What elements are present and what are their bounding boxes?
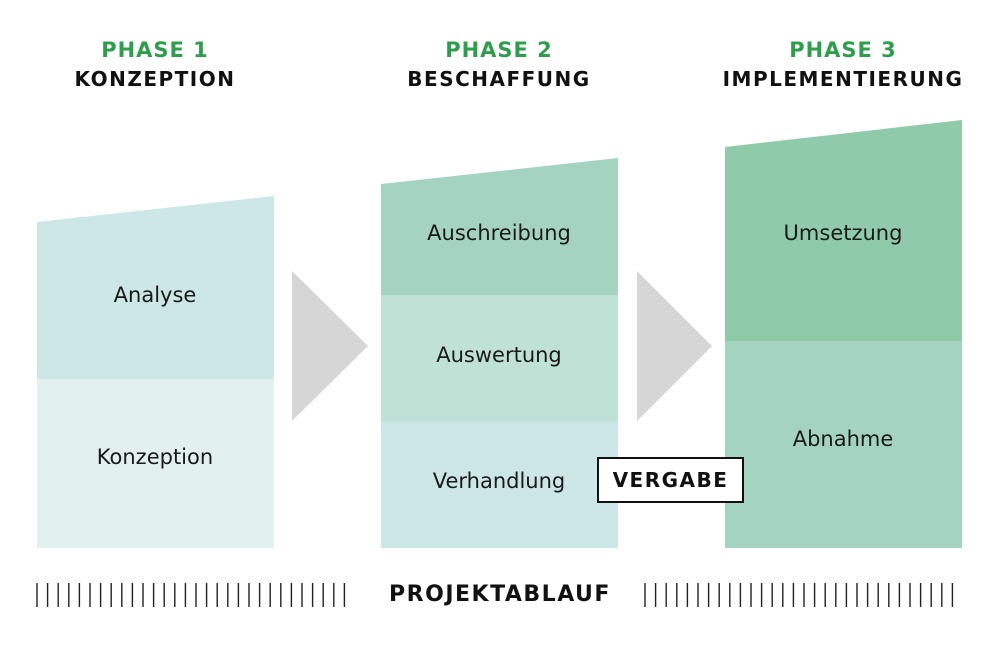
phase-2-title: BESCHAFFUNG: [407, 67, 591, 91]
phase-3-segment-label: Abnahme: [793, 427, 894, 451]
timeline-ticks-left: [36, 583, 346, 607]
phase-3-heading: PHASE 3 IMPLEMENTIERUNG: [693, 36, 993, 94]
phase-2-heading: PHASE 2 BESCHAFFUNG: [349, 36, 649, 94]
phase-2-segment-label: Auschreibung: [427, 221, 571, 245]
phase-3-segment-abnahme: [725, 341, 962, 548]
phase-1-heading: PHASE 1 KONZEPTION: [5, 36, 305, 94]
phase-1-title: KONZEPTION: [74, 67, 236, 91]
phase-1-segment-label: Konzeption: [97, 445, 213, 469]
timeline-label: PROJEKTABLAUF: [389, 582, 611, 607]
phase-2-segment-verhandlung: [381, 422, 618, 548]
phase-3-title: IMPLEMENTIERUNG: [722, 67, 964, 91]
phase-2-number: PHASE 2: [445, 38, 553, 62]
phase-3-segment-label: Umsetzung: [784, 221, 903, 245]
phase-1-segment-analyse: [37, 196, 274, 379]
phase-2-segment-auschreibung: [381, 158, 618, 295]
arrow-right-icon: [292, 271, 368, 421]
phase-2-segment-auswertung: [381, 295, 618, 422]
arrow-right-icon: [637, 271, 712, 421]
phase-1-number: PHASE 1: [101, 38, 209, 62]
phase-3-segment-umsetzung: [725, 120, 962, 341]
phase-2-segment-label: Verhandlung: [433, 469, 566, 493]
phase-1-segment-label: Analyse: [114, 283, 197, 307]
milestone-vergabe: VERGABE: [597, 457, 744, 503]
timeline-ticks-right: [644, 583, 954, 607]
phase-2-segment-label: Auswertung: [436, 343, 562, 367]
phase-3-number: PHASE 3: [789, 38, 897, 62]
phase-1-segment-konzeption: [37, 379, 274, 548]
